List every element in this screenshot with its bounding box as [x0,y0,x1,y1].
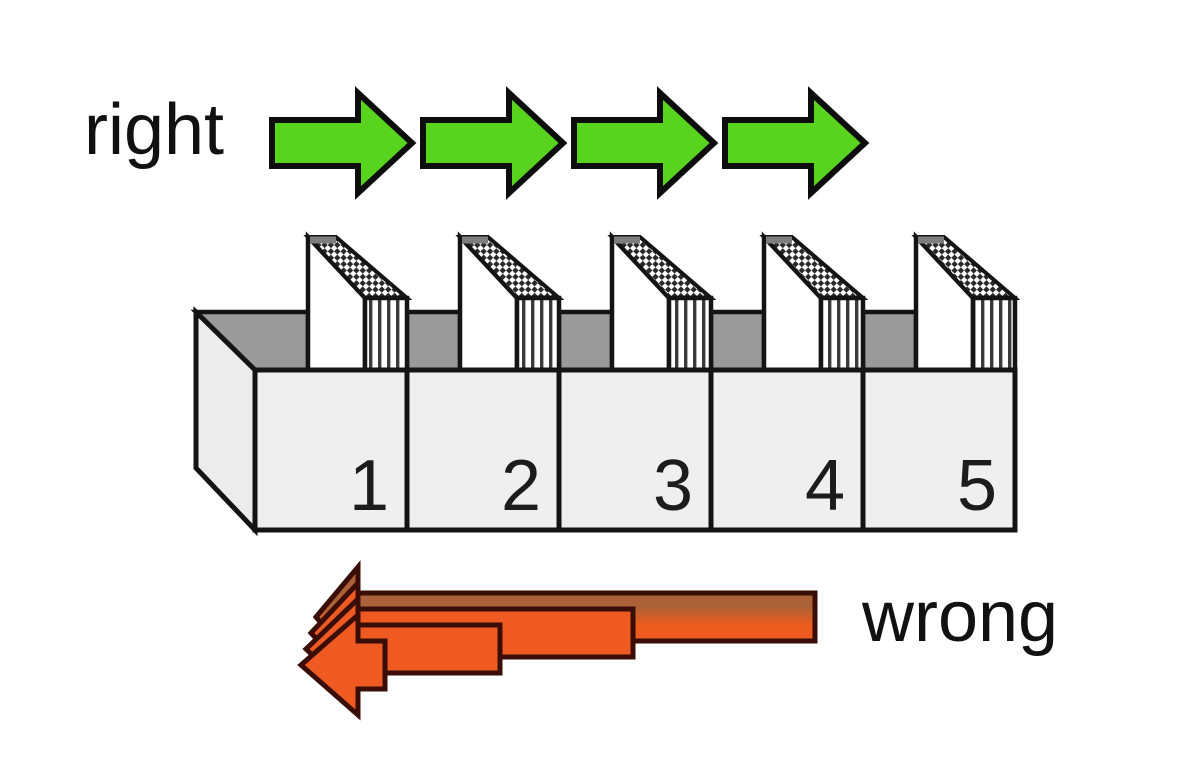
right-arrow-icon-4 [722,86,870,200]
box-front-2 [404,367,562,533]
box-number-2: 2 [501,446,541,526]
right-arrow-icon-1 [269,86,417,200]
wrong-arrows-group [297,560,818,721]
shelf-group: 1 2 3 4 5 [190,231,1021,537]
right-direction-label: right [84,90,225,170]
shelf-interior-shadow [404,309,463,373]
box-number-4: 4 [805,446,845,526]
right-arrows-group [269,86,870,200]
right-arrow-icon-2 [420,86,568,200]
folder-spine-3 [666,295,714,373]
box-front-3 [556,367,714,533]
shelf-interior-shadow [708,309,767,373]
folder-spine-1 [362,295,410,373]
box-front-5 [860,367,1018,533]
box-front-1 [252,367,410,533]
folder-spine-2 [514,295,562,373]
wrong-direction-label: wrong [862,577,1059,657]
box-front-4 [708,367,866,533]
shelf-interior-shadow [556,309,615,373]
wrong-arrow-icon-4 [297,609,388,721]
box-number-1: 1 [349,446,389,526]
folder-spine-4 [818,295,866,373]
folder-spine-5 [970,295,1018,373]
box-number-3: 3 [653,446,693,526]
box-number-5: 5 [957,446,997,526]
right-arrow-icon-3 [571,86,719,200]
shelf-interior-shadow [860,309,919,373]
